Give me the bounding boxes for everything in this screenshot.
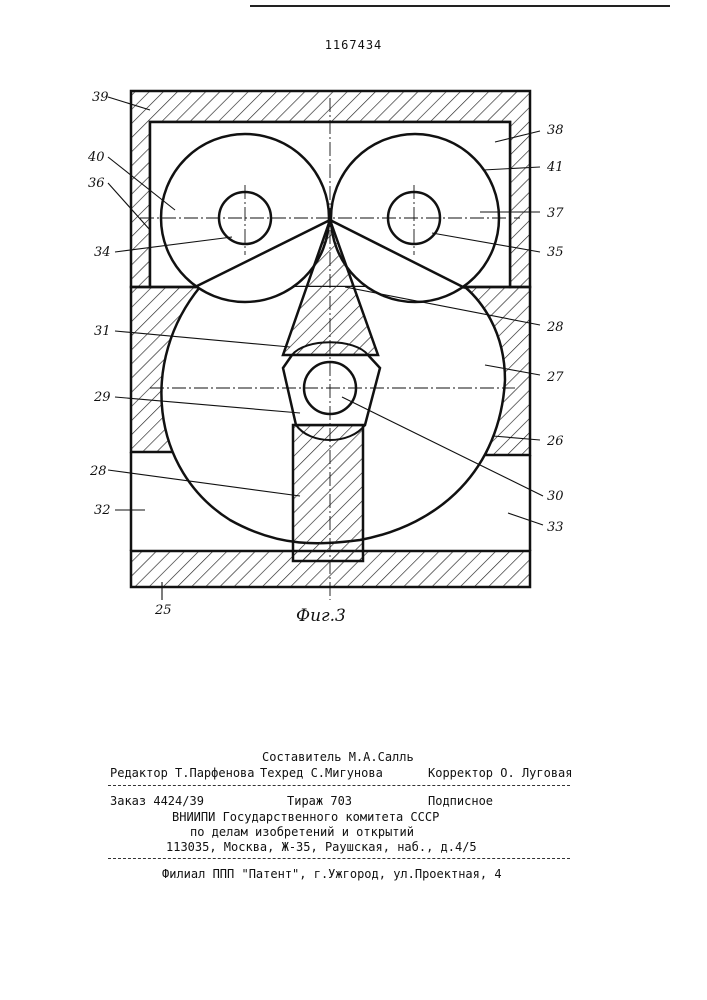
editor: Редактор Т.Парфенова xyxy=(110,766,255,780)
corrector: Корректор О. Луговая xyxy=(428,766,573,780)
rule-2 xyxy=(108,858,570,859)
label-40: 40 xyxy=(87,150,105,165)
label-34: 34 xyxy=(94,245,111,260)
figure-caption: Фиг.3 xyxy=(296,606,346,626)
rule-1 xyxy=(108,785,570,786)
label-39: 39 xyxy=(92,90,109,105)
label-30: 30 xyxy=(547,489,564,504)
order: Заказ 4424/39 xyxy=(110,794,204,808)
label-28a: 28 xyxy=(546,320,564,335)
subscription: Подписное xyxy=(428,794,493,808)
label-29: 29 xyxy=(93,390,111,405)
label-25: 25 xyxy=(154,603,172,618)
label-38: 38 xyxy=(547,123,564,138)
techred: Техред С.Мигунова xyxy=(260,766,383,780)
label-27: 27 xyxy=(546,370,564,385)
vane-28-lower xyxy=(293,425,363,561)
address: 113035, Москва, Ж-35, Раушская, наб., д.… xyxy=(166,840,477,854)
org-line1: ВНИИПИ Государственного комитета СССР xyxy=(172,810,439,824)
label-32: 32 xyxy=(94,503,111,518)
label-35: 35 xyxy=(547,245,564,260)
compiler: Составитель М.А.Салль xyxy=(262,750,414,764)
branch: Филиал ППП "Патент", г.Ужгород, ул.Проек… xyxy=(162,867,502,881)
circulation: Тираж 703 xyxy=(287,794,352,808)
org-line2: по делам изобретений и открытий xyxy=(190,825,414,839)
label-41: 41 xyxy=(546,160,564,175)
label-36: 36 xyxy=(88,176,105,191)
label-33: 33 xyxy=(547,520,564,535)
label-37: 37 xyxy=(547,206,564,221)
label-31: 31 xyxy=(94,324,111,339)
label-28b: 28 xyxy=(89,464,107,479)
label-26: 26 xyxy=(546,434,564,449)
